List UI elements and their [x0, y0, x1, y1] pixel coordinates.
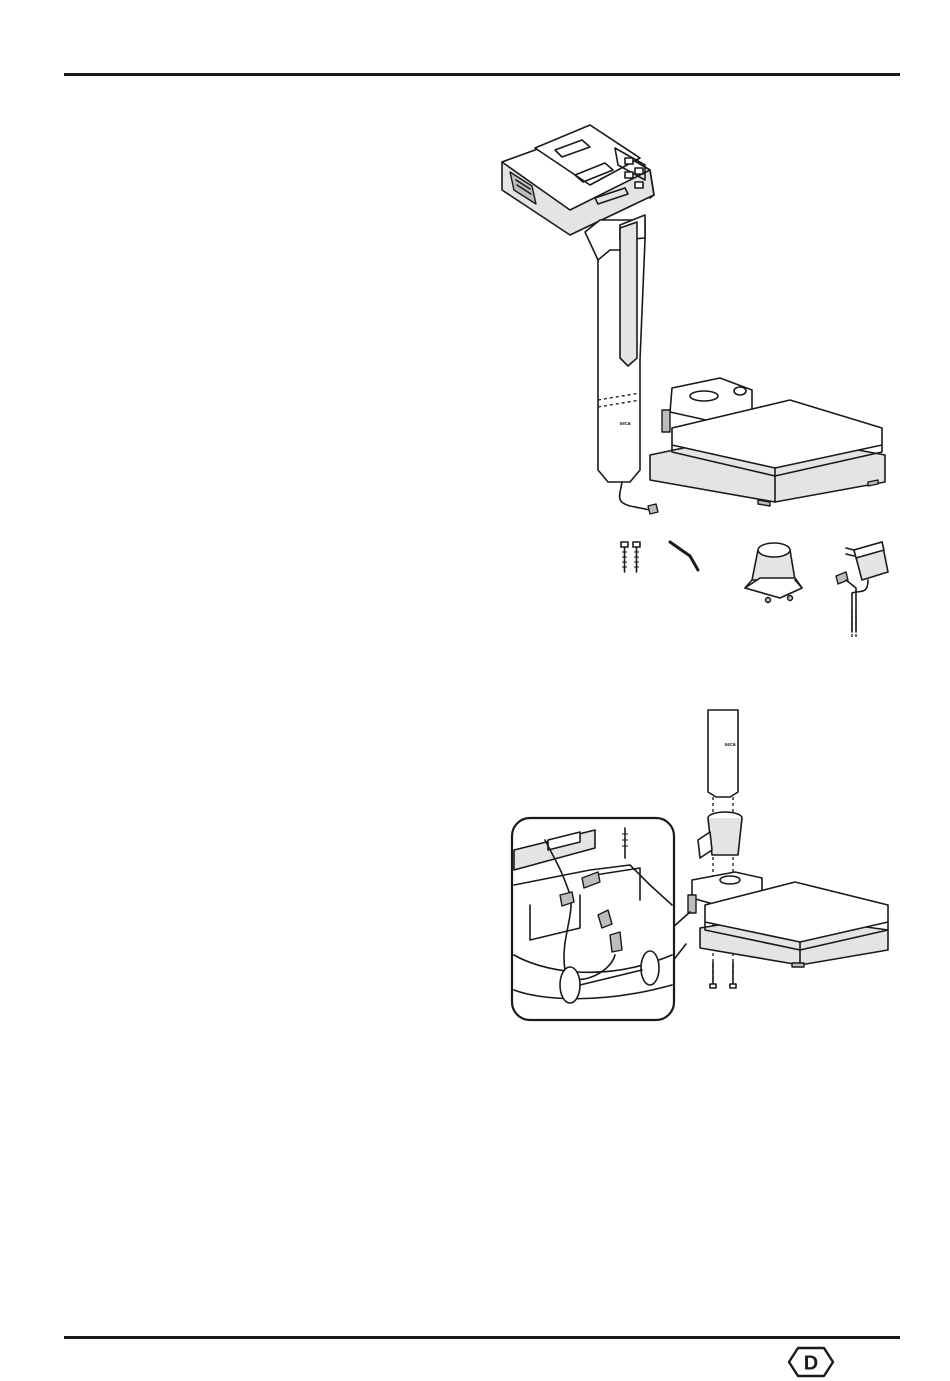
column: seca	[585, 215, 658, 514]
language-marker: D	[804, 1353, 818, 1375]
assembly-scale-platform	[688, 872, 888, 967]
display-head	[502, 125, 654, 235]
power-adapter	[836, 542, 888, 640]
assembly-illustration: seca	[500, 700, 900, 1030]
footer-rule	[64, 1336, 900, 1339]
assembly-column-bracket	[698, 812, 742, 858]
scale-platform	[650, 378, 885, 506]
assembly-screws	[710, 962, 736, 988]
assembly-column-logo-text: seca	[724, 742, 735, 748]
language-badge: D	[785, 1345, 837, 1379]
allen-key	[670, 542, 698, 570]
column-logo-text: seca	[619, 421, 630, 427]
screws	[621, 542, 640, 572]
components-illustration: seca	[490, 110, 910, 645]
column-bracket	[745, 543, 802, 603]
cable-connection-detail	[512, 818, 674, 1020]
header-rule	[64, 73, 900, 76]
